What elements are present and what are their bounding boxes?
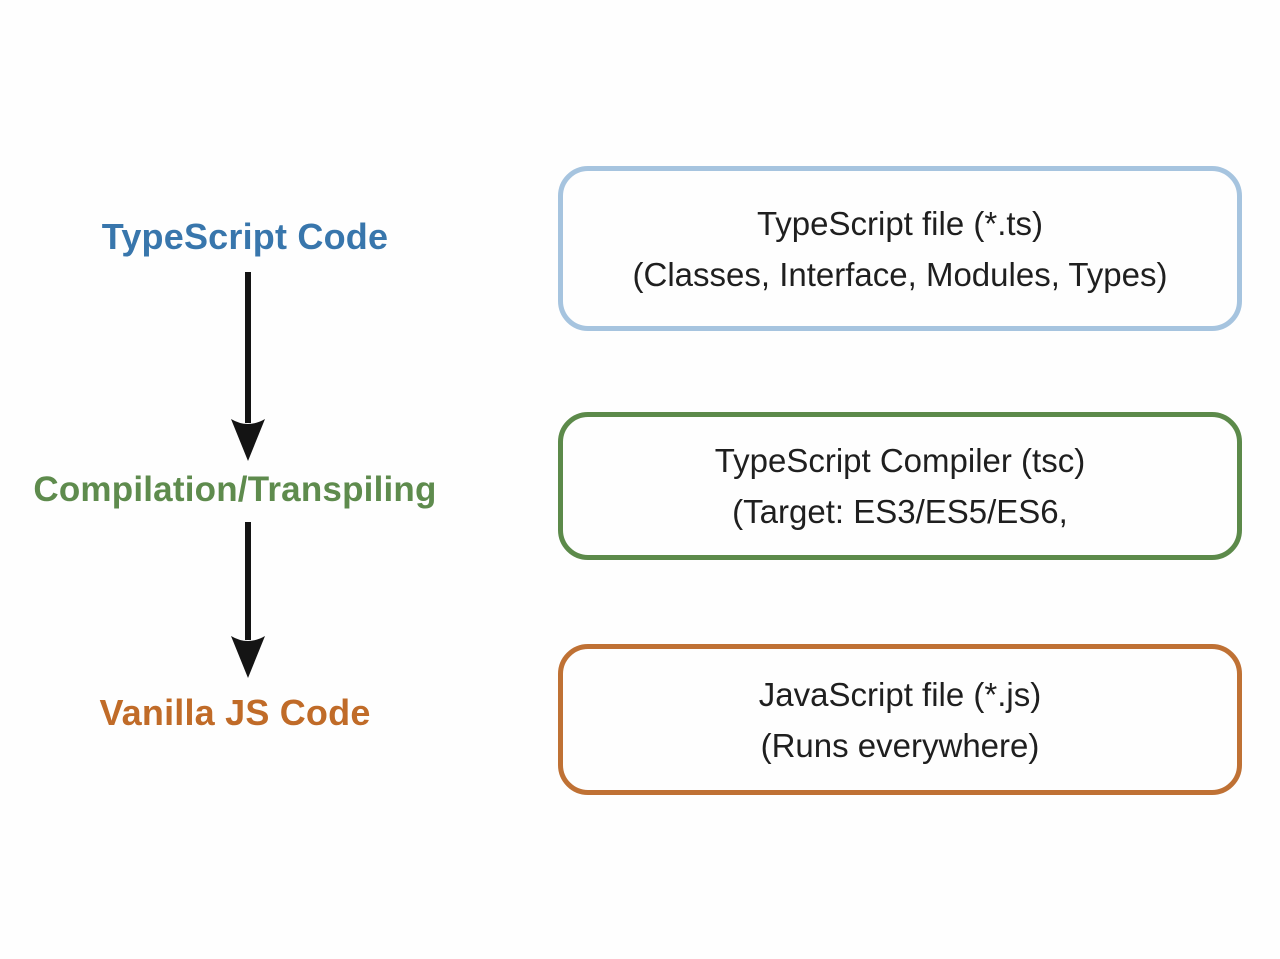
flow-arrow-down-2 (228, 520, 268, 685)
flow-arrow-down-1 (228, 270, 268, 468)
box-typescript-file: TypeScript file (*.ts) (Classes, Interfa… (558, 166, 1242, 331)
flow-step-compilation-transpiling: Compilation/Transpiling (33, 470, 437, 509)
box-typescript-compiler: TypeScript Compiler (tsc) (Target: ES3/E… (558, 412, 1242, 560)
box-typescript-file-title: TypeScript file (*.ts) (756, 204, 1044, 242)
box-typescript-compiler-subtitle: (Target: ES3/ES5/ES6, (732, 493, 1068, 530)
flow-step-typescript-code: TypeScript Code (101, 216, 389, 257)
box-javascript-file-subtitle: (Runs everywhere) (760, 726, 1040, 764)
down-arrow-icon (231, 272, 265, 461)
box-javascript-file: JavaScript file (*.js) (Runs everywhere) (558, 644, 1242, 795)
box-javascript-file-title: JavaScript file (*.js) (758, 675, 1042, 713)
box-typescript-file-subtitle: (Classes, Interface, Modules, Types) (632, 255, 1168, 293)
down-arrow-icon (231, 522, 265, 678)
flow-step-vanilla-js-code: Vanilla JS Code (99, 692, 371, 733)
box-typescript-compiler-title: TypeScript Compiler (tsc) (714, 442, 1086, 479)
